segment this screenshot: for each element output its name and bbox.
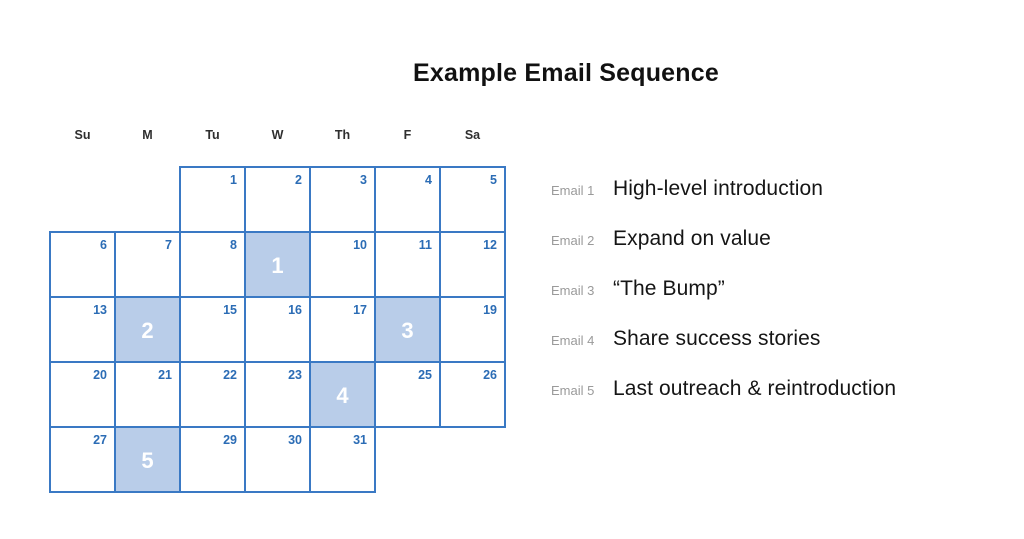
day-number: 20: [93, 368, 107, 382]
legend-email-tag: Email 5: [551, 383, 595, 398]
email-marker-number: 3: [401, 317, 414, 343]
day-number: 27: [93, 433, 107, 447]
calendar-cell-day-10[interactable]: 10: [309, 231, 376, 298]
calendar-cell-email-4[interactable]: 4: [309, 361, 376, 428]
day-number: 17: [353, 303, 367, 317]
calendar-cell-day-27[interactable]: 27: [49, 426, 116, 493]
legend-row: Email 1 High-level introduction: [551, 177, 991, 227]
day-number: 25: [418, 368, 432, 382]
calendar-cell-day-25[interactable]: 25: [374, 361, 441, 428]
day-number: 4: [425, 173, 432, 187]
legend-email-description: Last outreach & reintroduction: [613, 377, 897, 400]
calendar-cell-day-26[interactable]: 26: [439, 361, 506, 428]
weekday-label-tu: Tu: [205, 128, 220, 142]
legend-row: Email 2 Expand on value: [551, 227, 991, 277]
page-title-text: Example Email Sequence: [413, 59, 719, 87]
day-number: 26: [483, 368, 497, 382]
day-number: 1: [230, 173, 237, 187]
calendar-cell-day-5[interactable]: 5: [439, 166, 506, 233]
calendar-cell-day-11[interactable]: 11: [374, 231, 441, 298]
calendar-cell-email-3[interactable]: 3: [374, 296, 441, 363]
day-number: 23: [288, 368, 302, 382]
calendar-cell-day-17[interactable]: 17: [309, 296, 376, 363]
calendar-cell-day-2[interactable]: 2: [244, 166, 311, 233]
calendar-cell-day-23[interactable]: 23: [244, 361, 311, 428]
calendar-cell-email-5[interactable]: 5: [114, 426, 181, 493]
legend-email-tag: Email 2: [551, 233, 595, 248]
day-number: 29: [223, 433, 237, 447]
legend-email-description: Expand on value: [613, 227, 771, 250]
legend-row: Email 5 Last outreach & reintroduction: [551, 377, 991, 427]
legend-email-tag: Email 3: [551, 283, 595, 298]
day-number: 2: [295, 173, 302, 187]
day-number: 12: [483, 238, 497, 252]
calendar-cell-day-19[interactable]: 19: [439, 296, 506, 363]
day-number: 15: [223, 303, 237, 317]
legend-row: Email 3 “The Bump”: [551, 277, 991, 327]
day-number: 21: [158, 368, 172, 382]
day-number: 3: [360, 173, 367, 187]
calendar-cell-day-31[interactable]: 31: [309, 426, 376, 493]
weekday-label-sa: Sa: [464, 128, 481, 142]
day-number: 7: [165, 238, 172, 252]
calendar-cell-day-13[interactable]: 13: [49, 296, 116, 363]
day-number: 5: [490, 173, 497, 187]
calendar-cell-day-15[interactable]: 15: [179, 296, 246, 363]
calendar-cell-day-29[interactable]: 29: [179, 426, 246, 493]
calendar-cell-day-6[interactable]: 6: [49, 231, 116, 298]
calendar-cell-empty: [115, 167, 180, 232]
calendar-cell-day-16[interactable]: 16: [244, 296, 311, 363]
calendar-cell-day-12[interactable]: 12: [439, 231, 506, 298]
calendar-cell-day-4[interactable]: 4: [374, 166, 441, 233]
calendar-cell-day-3[interactable]: 3: [309, 166, 376, 233]
calendar-cell-day-1[interactable]: 1: [179, 166, 246, 233]
legend-email-description: “The Bump”: [613, 277, 725, 300]
calendar-cell-day-8[interactable]: 8: [179, 231, 246, 298]
calendar-cell-day-30[interactable]: 30: [244, 426, 311, 493]
calendar-cell-empty: [375, 427, 440, 492]
calendar-cell-empty: [50, 167, 115, 232]
legend-email-tag: Email 1: [551, 183, 595, 198]
legend-email-description: Share success stories: [613, 327, 821, 350]
day-number: 10: [353, 238, 367, 252]
calendar-cell-day-20[interactable]: 20: [49, 361, 116, 428]
day-number: 31: [353, 433, 367, 447]
weekday-label-w: W: [271, 128, 284, 142]
calendar-cell-day-21[interactable]: 21: [114, 361, 181, 428]
calendar-weekday-header: Su M Tu W Th F Sa: [50, 126, 505, 148]
weekday-label-su: Su: [74, 128, 91, 142]
day-number: 16: [288, 303, 302, 317]
email-marker-number: 4: [336, 382, 349, 408]
page-title: Example Email Sequence: [0, 59, 1024, 88]
email-marker-number: 2: [141, 317, 154, 343]
weekday-label-m: M: [142, 128, 153, 142]
calendar-cell-empty: [440, 427, 505, 492]
day-number: 22: [223, 368, 237, 382]
calendar-cell-email-2[interactable]: 2: [114, 296, 181, 363]
day-number: 13: [93, 303, 107, 317]
calendar-cell-day-22[interactable]: 22: [179, 361, 246, 428]
legend-row: Email 4 Share success stories: [551, 327, 991, 377]
day-number: 19: [483, 303, 497, 317]
day-number: 30: [288, 433, 302, 447]
weekday-label-f: F: [403, 128, 412, 142]
day-number: 6: [100, 238, 107, 252]
calendar-cell-day-7[interactable]: 7: [114, 231, 181, 298]
email-marker-number: 1: [271, 252, 284, 278]
day-number: 11: [418, 238, 432, 252]
legend-email-tag: Email 4: [551, 333, 595, 348]
email-marker-number: 5: [141, 447, 154, 473]
day-number: 8: [230, 238, 237, 252]
weekday-label-th: Th: [334, 128, 351, 142]
calendar-cell-email-1[interactable]: 1: [244, 231, 311, 298]
legend-email-description: High-level introduction: [613, 177, 824, 200]
